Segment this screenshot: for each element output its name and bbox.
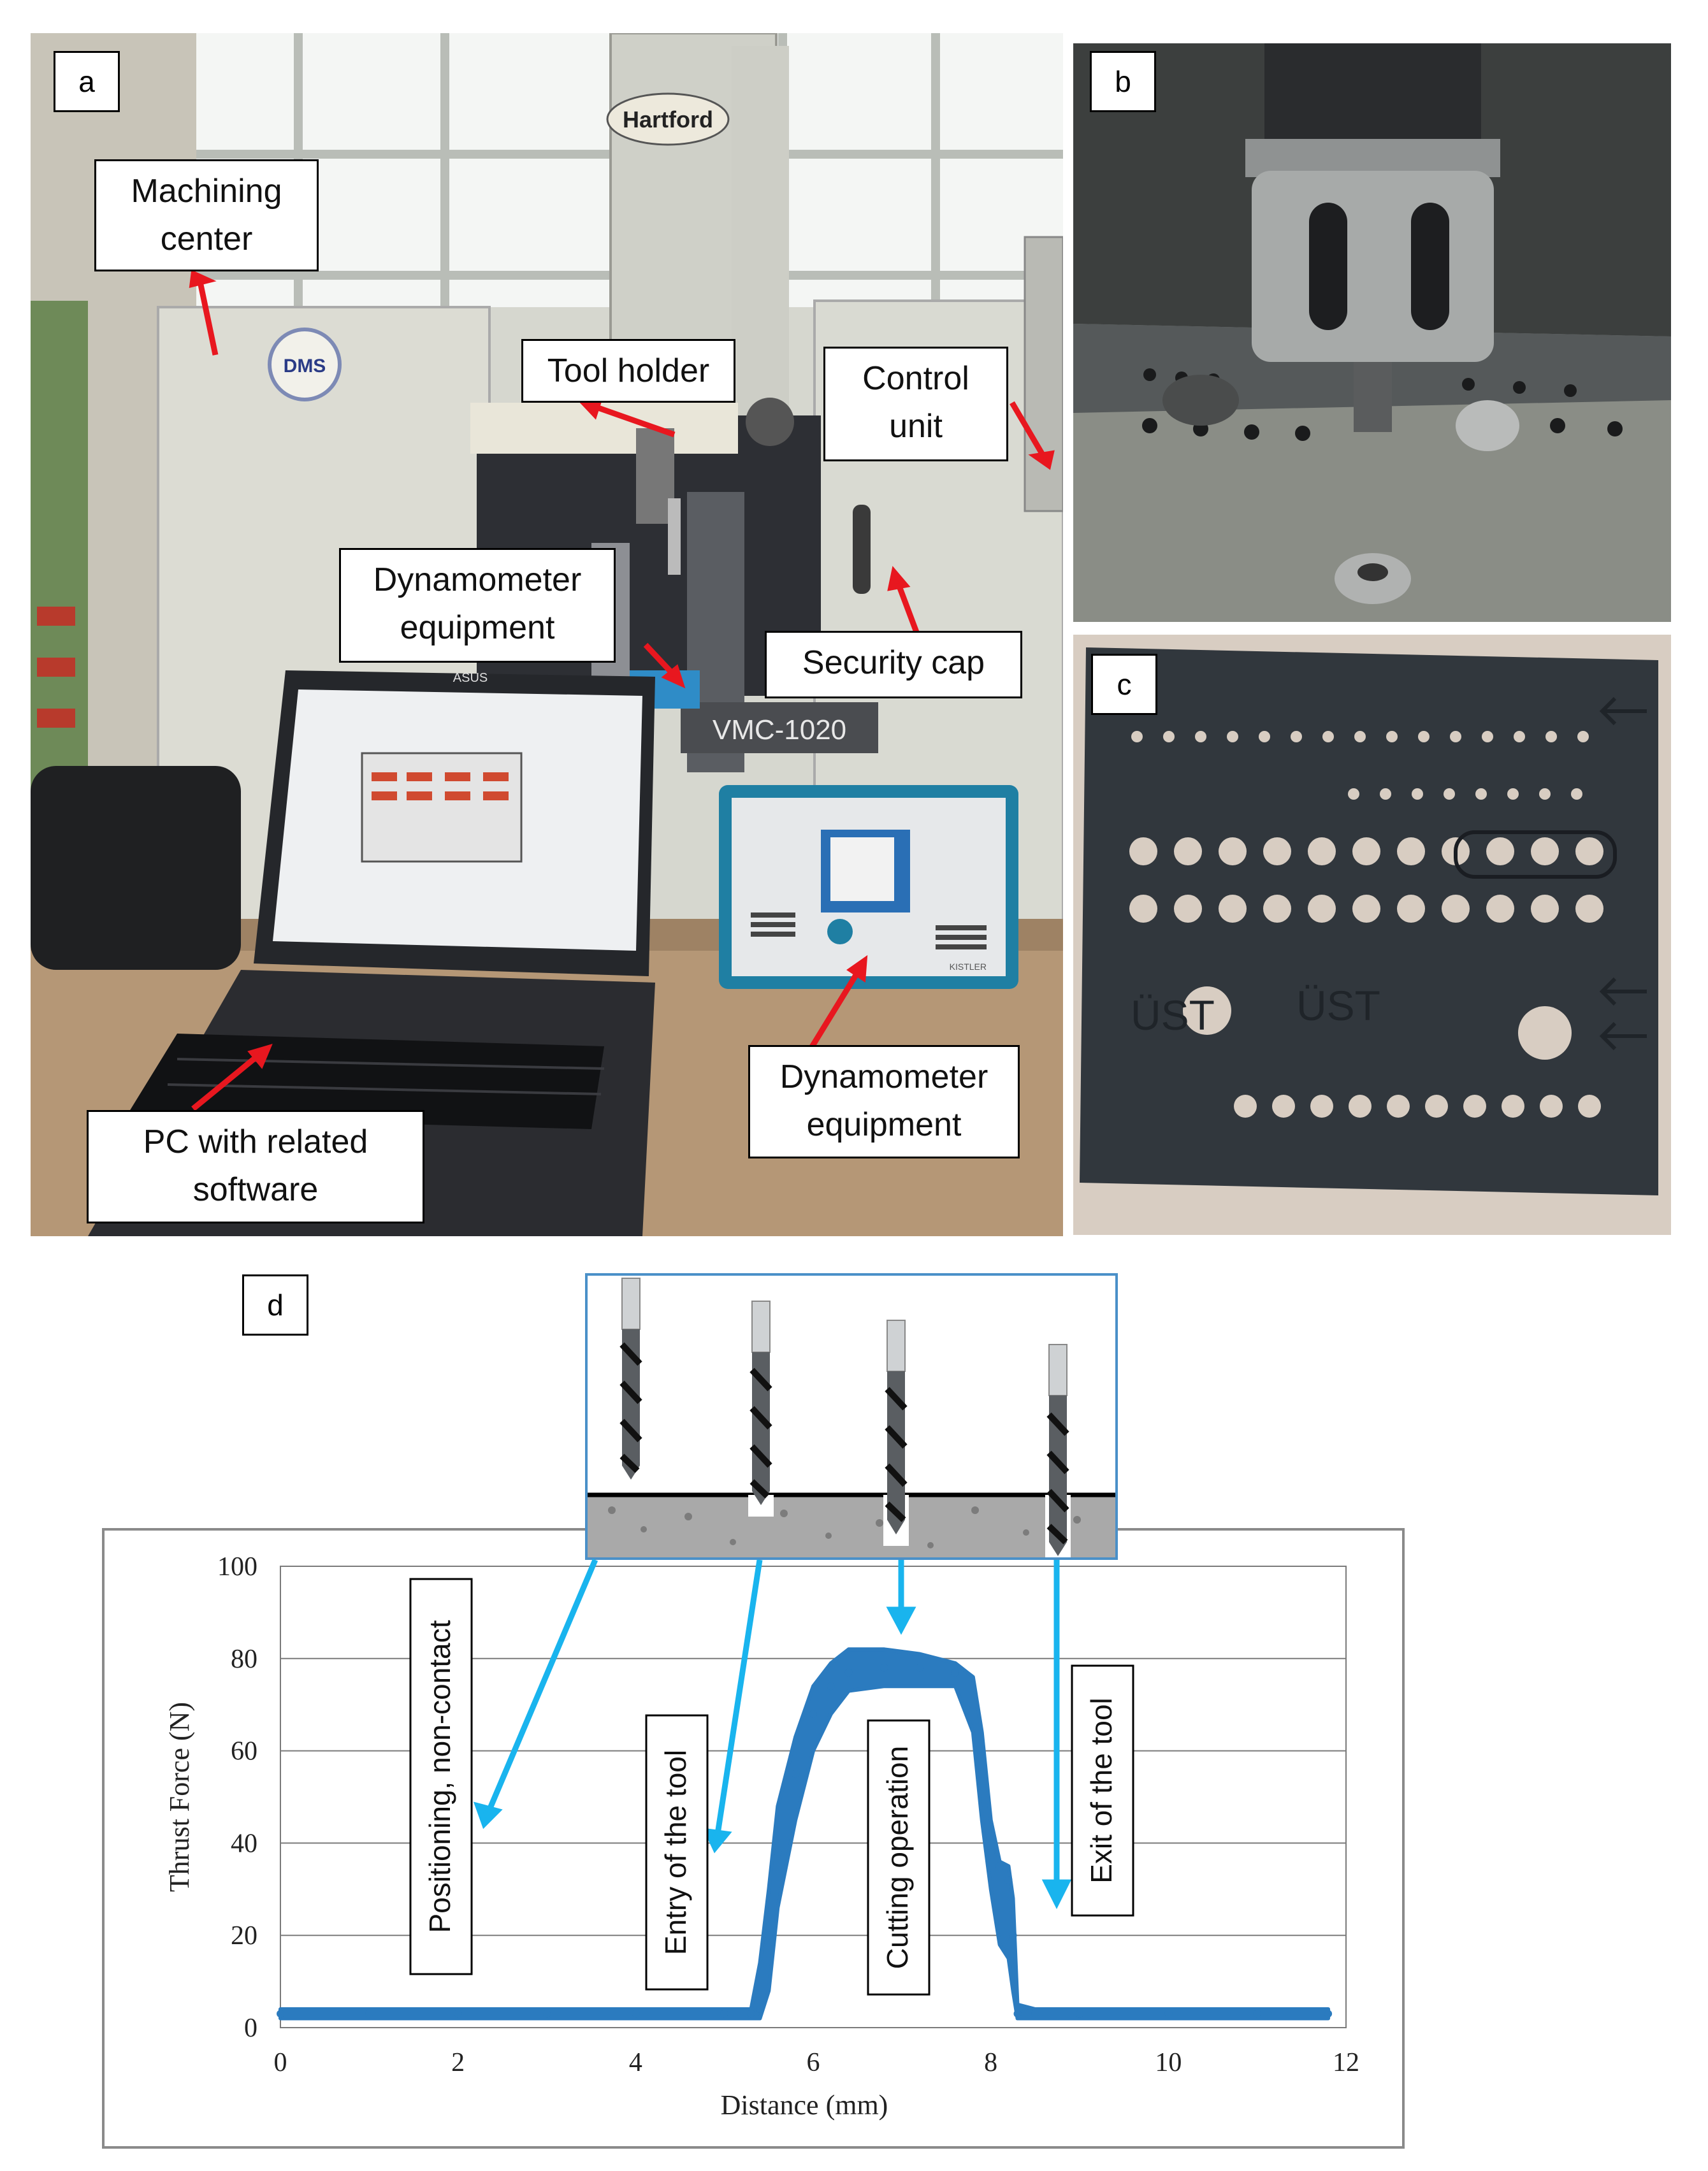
drilling-closeup-illustration [1073, 43, 1671, 622]
drill-bit-1 [619, 1278, 642, 1480]
laptop-brand: ASUS [453, 671, 488, 685]
plate-mark-left: ÜST [1131, 992, 1215, 1039]
arrow-dynamometer-bottom [846, 955, 868, 983]
data-point-0-18 [978, 1770, 986, 1778]
data-point-0-11 [809, 1710, 817, 1718]
annotation-exit: Exit of the tool [1071, 1664, 1134, 1917]
label-tool-holder: Tool holder [521, 339, 735, 403]
data-point-0-26 [1164, 2010, 1173, 2018]
label-pc-software: PC with related software [87, 1110, 424, 1223]
x-tick-label-2: 2 [451, 2048, 465, 2077]
svg-text:Cutting operation: Cutting operation [881, 1746, 914, 1969]
data-point-0-25 [1076, 2010, 1083, 2018]
panel-d-letter: d [242, 1274, 308, 1336]
panel-a-letter: a [54, 51, 120, 112]
panel-c-photo: ÜST ÜST [1073, 635, 1671, 1235]
y-tick-label-100: 100 [217, 1552, 257, 1582]
svg-text:Entry of the tool: Entry of the tool [659, 1750, 692, 1955]
x-tick-label-12: 12 [1333, 2048, 1359, 2077]
y-tick-label-80: 80 [231, 1645, 257, 1674]
machine-brand: Hartford [623, 106, 713, 133]
drilled-plate-illustration: ÜST ÜST [1073, 635, 1671, 1235]
y-tick-label-40: 40 [231, 1829, 257, 1858]
data-point-0-6 [747, 2010, 755, 2018]
arrow-control-unit [1028, 450, 1055, 470]
thrust-force-series [277, 1647, 1333, 2021]
data-point-0-15 [916, 1664, 924, 1672]
data-point-0-0 [277, 2010, 284, 2018]
x-axis-ticks: 0 2 4 6 8 10 12 [274, 2048, 1360, 2077]
svg-text:Positioning, non-contact: Positioning, non-contact [423, 1620, 456, 1933]
y-axis-label: Thrust Force (N) [164, 1702, 195, 1892]
callout-arrows [473, 1559, 1072, 1910]
data-point-0-3 [543, 2010, 551, 2018]
data-point-0-17 [969, 1701, 977, 1709]
data-point-0-21 [1004, 1876, 1013, 1884]
cover-brand: DMS [284, 356, 326, 377]
panel-b-letter: b [1090, 51, 1156, 112]
arrow-machining-center [189, 270, 217, 288]
label-control-unit: Control unit [823, 347, 1008, 461]
machine-model: VMC-1020 [713, 714, 846, 746]
data-point-0-23 [1013, 2010, 1022, 2018]
data-point-0-16 [951, 1668, 959, 1677]
label-security-cap: Security cap [765, 631, 1022, 698]
data-point-0-27 [1253, 2010, 1261, 2018]
arrow-security-cap [887, 566, 911, 591]
device-brand: KISTLER [950, 962, 987, 972]
arrow-dynamometer-top [661, 664, 686, 689]
panel-b-photo [1073, 43, 1671, 622]
data-point-0-9 [774, 1848, 782, 1856]
plate-holes [1129, 731, 1603, 1118]
label-dynamometer-bottom: Dynamometer equipment [748, 1045, 1020, 1158]
data-point-0-12 [827, 1682, 835, 1691]
arrow-cutting [886, 1606, 916, 1635]
x-tick-label-8: 8 [984, 2048, 997, 2077]
x-tick-label-6: 6 [807, 2048, 820, 2077]
machining-setup-illustration: Hartford DMS VMC-1020 ASUS [31, 33, 1063, 1236]
x-tick-label-0: 0 [274, 2048, 287, 2077]
y-tick-label-20: 20 [231, 1921, 257, 1951]
data-point-0-2 [454, 2010, 462, 2018]
data-point-0-7 [756, 2005, 764, 2013]
panel-a-photo: Hartford DMS VMC-1020 ASUS [31, 33, 1063, 1236]
arrow-entry [702, 1828, 732, 1854]
x-axis-label: Distance (mm) [721, 2089, 888, 2121]
label-dynamometer-top: Dynamometer equipment [339, 548, 616, 663]
drill-sequence-inset [585, 1273, 1118, 1560]
drill-bit-4 [1046, 1344, 1069, 1556]
y-axis-ticks: 0 20 40 60 80 100 [217, 1552, 257, 2043]
drill-bit-2 [749, 1301, 772, 1505]
label-machining-center: Machining center [94, 159, 319, 271]
data-point-0-5 [720, 2010, 728, 2018]
y-tick-label-0: 0 [244, 2014, 257, 2043]
plate-mark-right: ÜST [1296, 982, 1380, 1029]
data-point-0-19 [987, 1848, 995, 1856]
x-tick-label-4: 4 [629, 2048, 642, 2077]
data-point-0-8 [765, 1931, 773, 1940]
arrow-positioning [473, 1801, 503, 1829]
series-band-0 [279, 1647, 1331, 2021]
arrow-exit [1041, 1879, 1072, 1910]
panel-c-letter: c [1091, 654, 1157, 715]
data-point-0-4 [632, 2010, 640, 2018]
drill-bit-3 [885, 1320, 908, 1534]
data-point-0-20 [995, 1862, 1004, 1870]
data-point-0-13 [844, 1668, 853, 1677]
data-point-0-28 [1324, 2010, 1333, 2018]
annotation-positioning: Positioning, non-contact [409, 1578, 473, 1975]
data-point-0-22 [1009, 1931, 1017, 1940]
data-point-0-14 [880, 1664, 888, 1672]
x-tick-label-10: 10 [1155, 2048, 1182, 2077]
annotation-cutting: Cutting operation [867, 1719, 930, 1996]
y-tick-label-60: 60 [231, 1737, 257, 1766]
data-point-0-10 [792, 1770, 800, 1778]
svg-text:Exit of the tool: Exit of the tool [1085, 1698, 1118, 1884]
data-point-0-1 [365, 2010, 373, 2018]
arrow-pc [247, 1044, 273, 1069]
annotation-entry: Entry of the tool [645, 1714, 709, 1991]
data-point-0-24 [1031, 2010, 1039, 2018]
